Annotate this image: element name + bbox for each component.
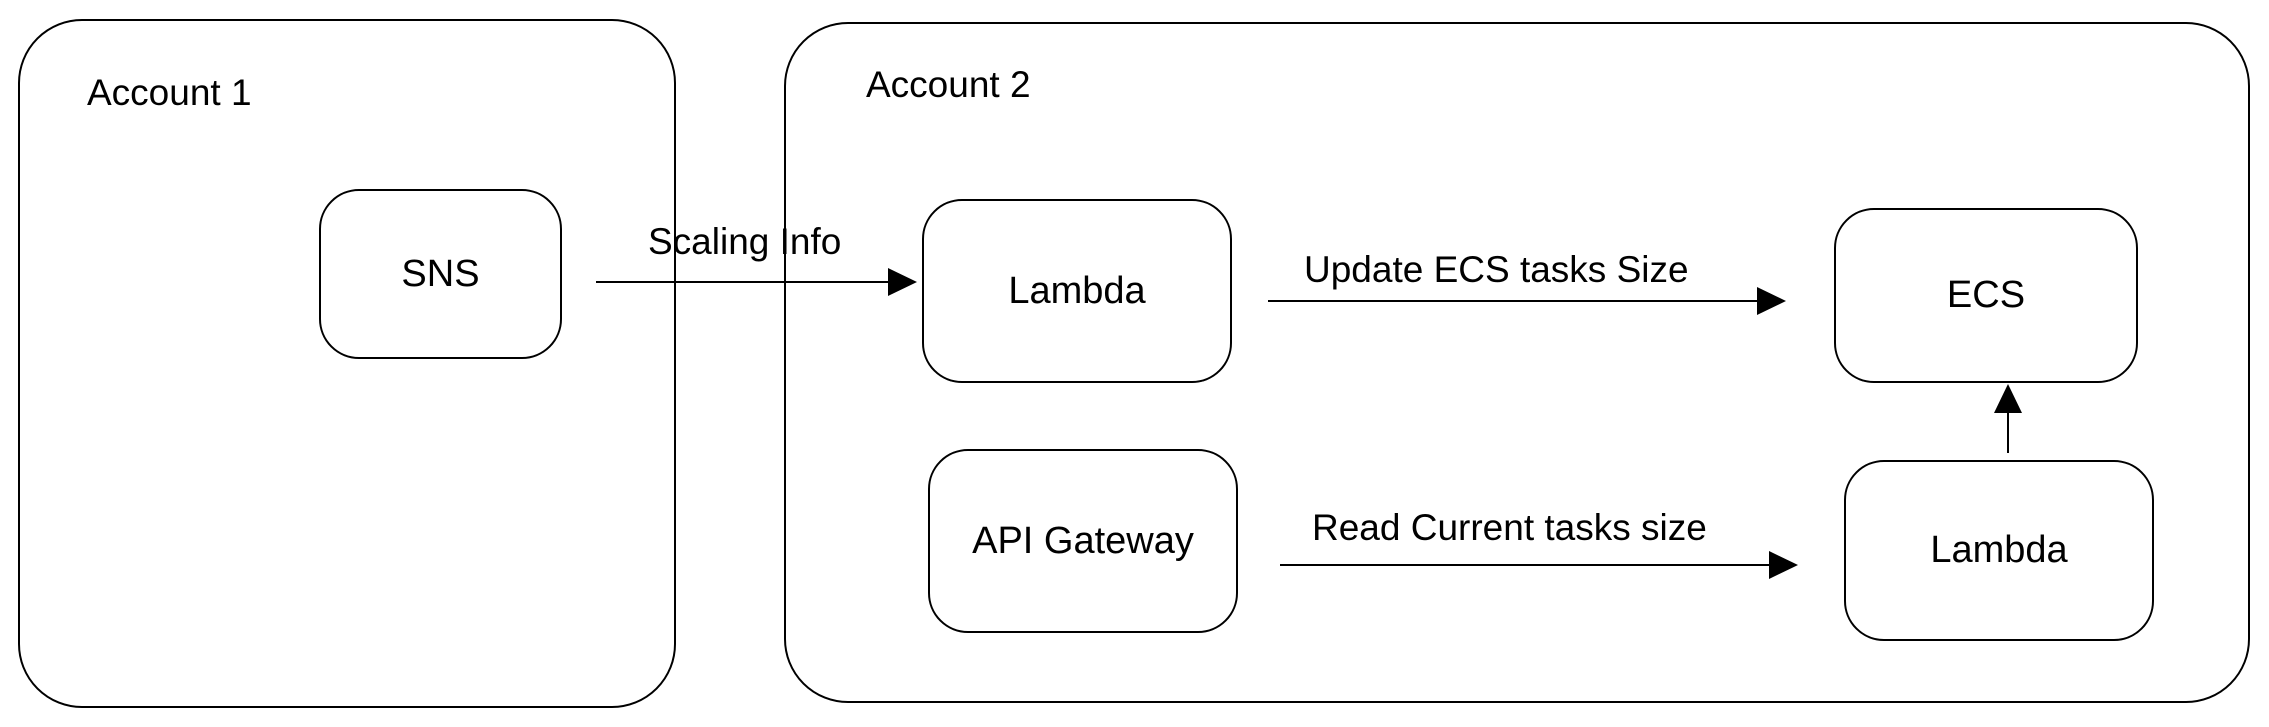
lambda-node-bottom[interactable]: Lambda [1844, 460, 2154, 641]
lambda-node-top[interactable]: Lambda [922, 199, 1232, 383]
api-gateway-node[interactable]: API Gateway [928, 449, 1238, 633]
edge-label-update-ecs: Update ECS tasks Size [1304, 249, 1689, 290]
sns-node[interactable]: SNS [319, 189, 562, 359]
ecs-node[interactable]: ECS [1834, 208, 2138, 383]
edge-label-read-current: Read Current tasks size [1312, 507, 1707, 548]
account-1-label: Account 1 [87, 72, 252, 113]
account-1-container[interactable] [18, 19, 676, 708]
edge-label-scaling-info: Scaling Info [648, 221, 842, 262]
account-2-label: Account 2 [866, 64, 1031, 105]
